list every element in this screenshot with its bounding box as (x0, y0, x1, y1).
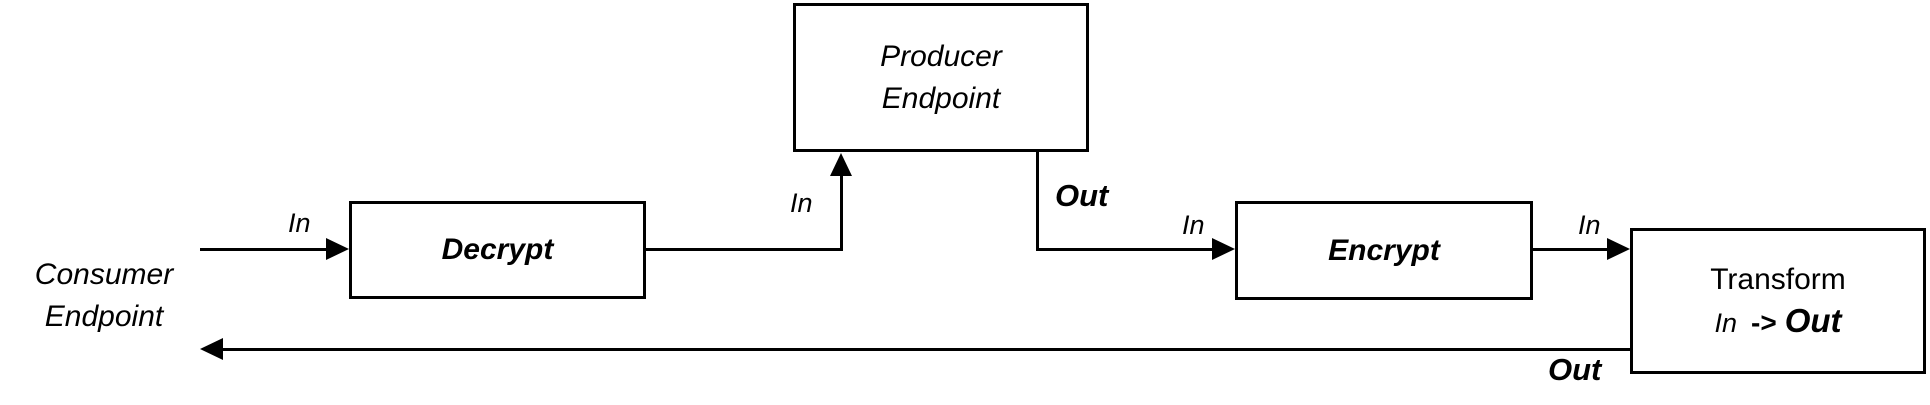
transform-title: Transform (1710, 263, 1846, 296)
transform-io-in: In (1714, 308, 1737, 338)
node-encrypt: Encrypt (1235, 201, 1533, 300)
edge-decrypt-to-producer-vertical (840, 173, 843, 251)
edge-producer-to-encrypt-vertical (1036, 150, 1039, 251)
transform-io-arrow: -> (1751, 307, 1777, 338)
edge-label-consumer-to-decrypt: In (288, 208, 311, 238)
arrowhead-into-decrypt-icon (326, 238, 349, 260)
decrypt-label: Decrypt (441, 233, 554, 266)
arrowhead-into-consumer-icon (200, 338, 223, 360)
consumer-endpoint-line2: Endpoint (44, 300, 164, 333)
node-decrypt: Decrypt (349, 201, 646, 299)
transform-io-out: Out (1784, 302, 1842, 339)
edge-decrypt-to-producer-horizontal (644, 248, 843, 251)
node-transform: Transform In -> Out (1630, 228, 1926, 374)
edge-label-transform-in: In (1578, 210, 1601, 240)
edge-label-decrypt-to-producer: In (790, 188, 813, 218)
transform-io-signature: In -> Out (1714, 302, 1841, 340)
edge-consumer-to-decrypt (200, 248, 328, 251)
producer-endpoint-line2: Endpoint (881, 81, 1001, 115)
edge-producer-to-encrypt-horizontal (1036, 248, 1213, 251)
node-consumer-endpoint: Consumer Endpoint (8, 254, 200, 338)
encrypt-label: Encrypt (1328, 233, 1440, 267)
edge-encrypt-to-transform (1531, 248, 1609, 251)
arrowhead-into-transform-icon (1607, 238, 1630, 260)
arrowhead-into-producer-icon (830, 153, 852, 176)
edge-label-encrypt-in: In (1182, 210, 1205, 240)
edge-label-producer-out: Out (1055, 178, 1109, 213)
edge-transform-to-consumer (220, 348, 1632, 351)
consumer-endpoint-line1: Consumer (34, 258, 174, 291)
node-producer-endpoint: Producer Endpoint (793, 3, 1089, 152)
arrowhead-into-encrypt-icon (1212, 238, 1235, 260)
producer-endpoint-line1: Producer (880, 39, 1002, 73)
edge-label-transform-out: Out (1548, 352, 1602, 387)
